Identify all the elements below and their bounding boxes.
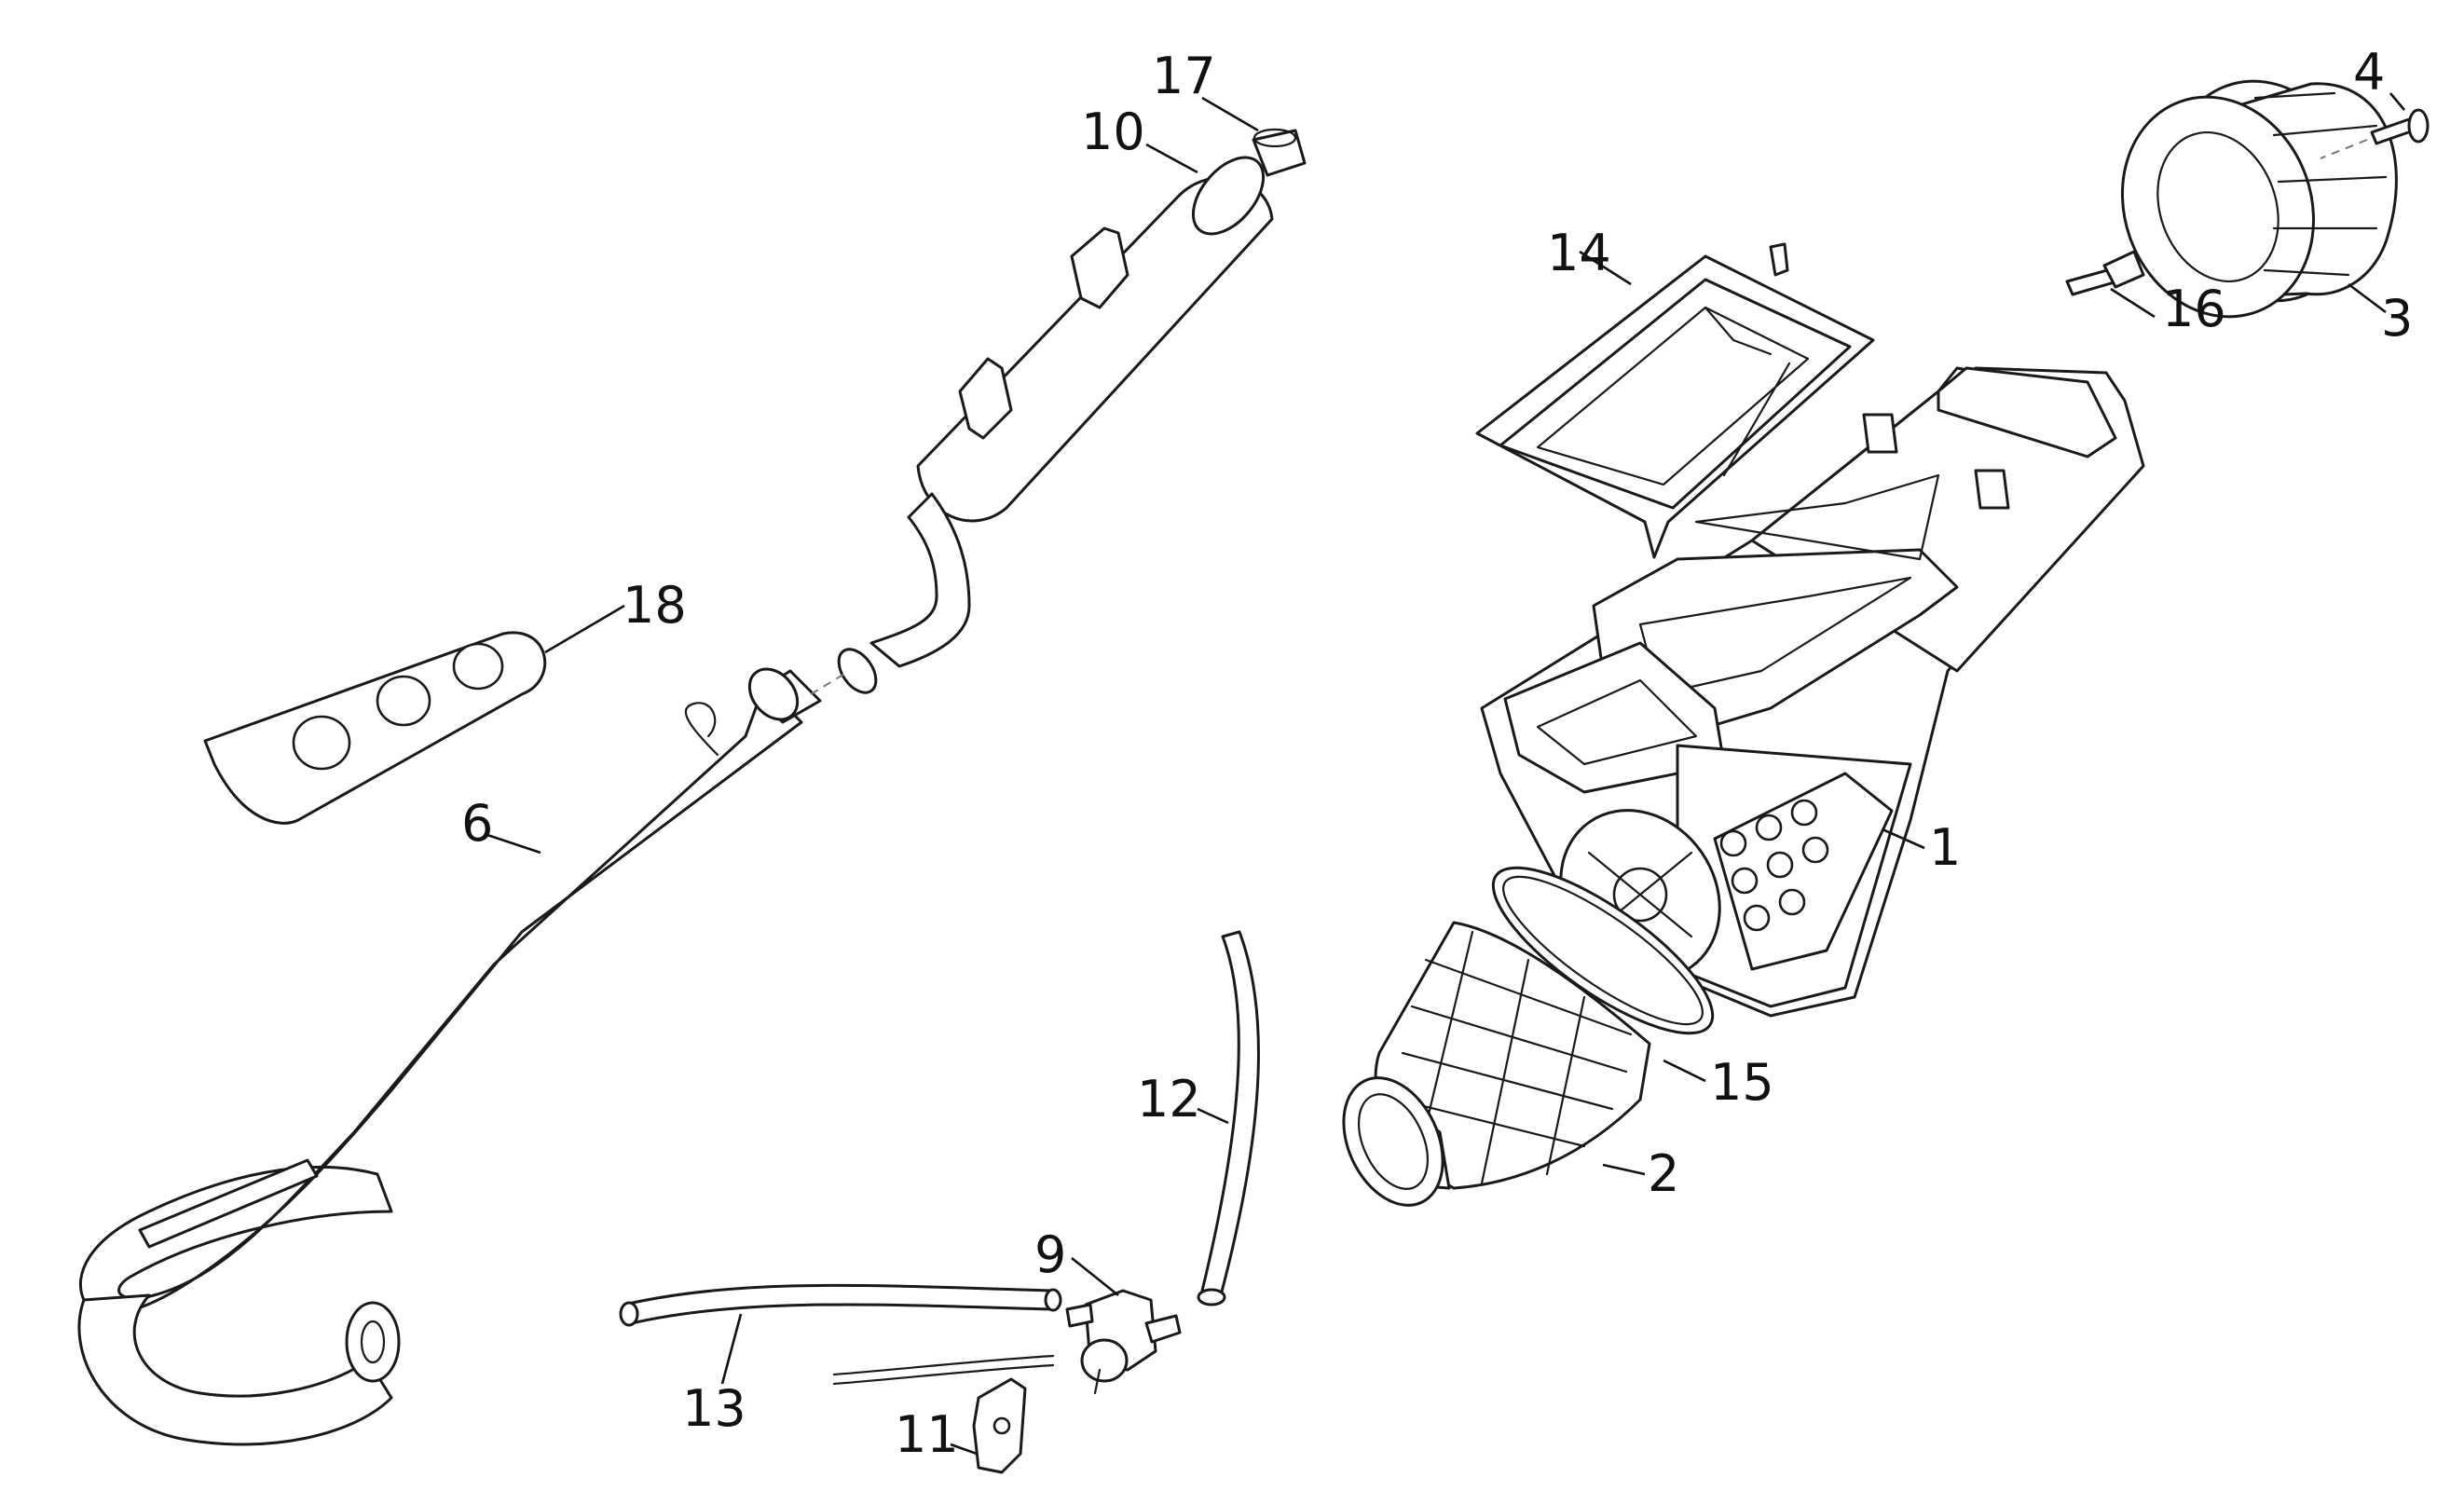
small-tube bbox=[832, 1354, 1055, 1386]
airbox-lid bbox=[1475, 242, 1875, 559]
muffler bbox=[810, 156, 1274, 695]
callout-13: 13 bbox=[682, 1379, 746, 1438]
callout-11: 11 bbox=[895, 1405, 959, 1464]
hose-13 bbox=[619, 1283, 1062, 1327]
callout-2: 2 bbox=[1648, 1144, 1679, 1203]
screw bbox=[2320, 108, 2430, 159]
hose-12 bbox=[1197, 930, 1260, 1306]
pin bbox=[2065, 250, 2145, 296]
callout-4: 4 bbox=[2353, 43, 2385, 102]
leader-lines bbox=[484, 92, 2405, 1456]
callout-labels: 1 2 3 4 6 9 10 11 12 13 14 15 16 17 18 bbox=[461, 43, 2413, 1464]
exhaust-header-pipe bbox=[77, 667, 822, 1446]
callout-1: 1 bbox=[1929, 818, 1961, 877]
heat-shield bbox=[203, 631, 547, 825]
callout-18: 18 bbox=[623, 576, 687, 635]
bracket bbox=[972, 1377, 1027, 1474]
valve bbox=[1065, 1289, 1182, 1395]
end-cap bbox=[1252, 128, 1307, 177]
callout-14: 14 bbox=[1547, 224, 1611, 282]
airbox-housing bbox=[1480, 366, 2145, 1018]
callout-17: 17 bbox=[1152, 47, 1216, 105]
callout-15: 15 bbox=[1710, 1053, 1774, 1112]
intake-boot bbox=[1342, 921, 1651, 1207]
air-filter-element bbox=[2120, 79, 2398, 319]
callout-6: 6 bbox=[461, 794, 493, 853]
callout-3: 3 bbox=[2381, 289, 2413, 348]
callout-16: 16 bbox=[2162, 280, 2226, 338]
callout-9: 9 bbox=[1034, 1225, 1066, 1284]
callout-12: 12 bbox=[1137, 1070, 1201, 1129]
callout-10: 10 bbox=[1081, 103, 1145, 161]
filter-grid-holes bbox=[1719, 799, 1829, 932]
